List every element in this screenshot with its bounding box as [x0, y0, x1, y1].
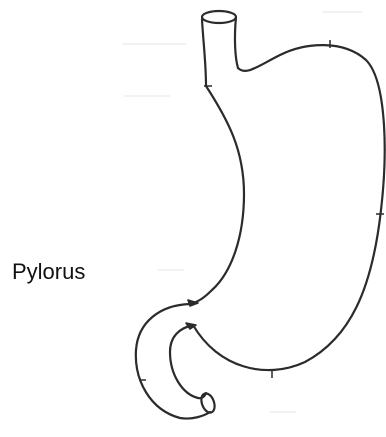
- stomach-outline: [136, 11, 385, 419]
- esophagus-opening: [202, 11, 236, 23]
- greater-curvature: [193, 45, 385, 370]
- lesser-curvature: [190, 86, 244, 304]
- esophagus-right-wall: [235, 17, 238, 68]
- scan-marks: [122, 12, 362, 412]
- pylorus-label: Pylorus: [12, 259, 85, 285]
- duodenum-end: [199, 392, 217, 415]
- duodenum-outer: [136, 304, 210, 419]
- esophagus-left-wall: [202, 19, 206, 86]
- outline-ticks: [140, 40, 384, 380]
